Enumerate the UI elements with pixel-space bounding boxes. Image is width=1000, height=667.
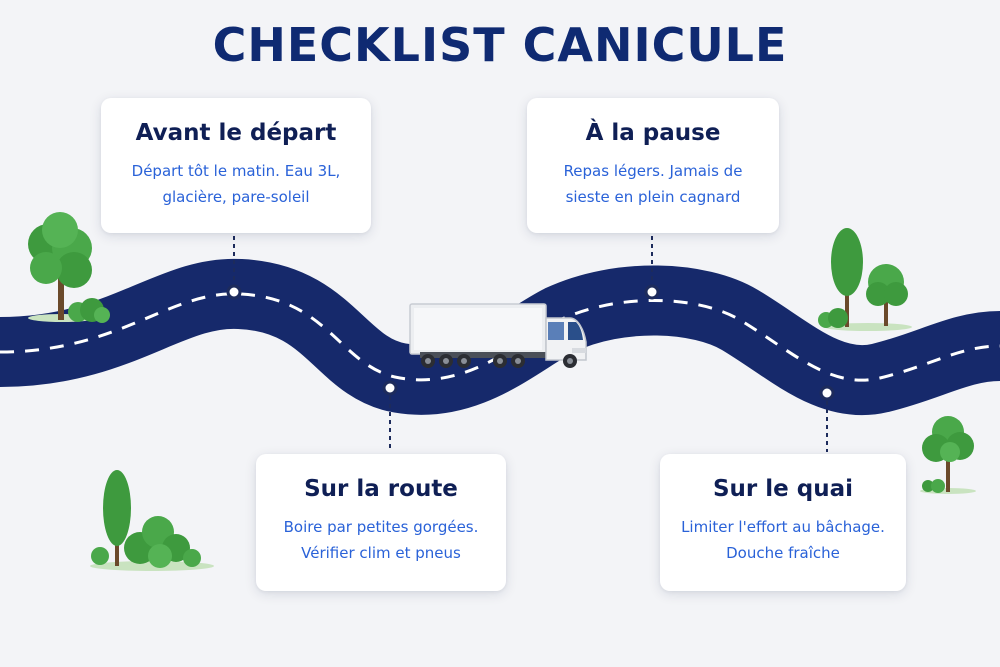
card-title: À la pause: [585, 120, 721, 146]
card-title: Sur la route: [304, 476, 458, 502]
truck-icon: [409, 303, 587, 368]
card-text: Limiter l'effort au bâchage. Douche fraî…: [681, 518, 885, 562]
road-marker-icon: [644, 284, 660, 300]
tree-icon: [28, 212, 96, 322]
bush-icon: [91, 516, 201, 568]
connector-quai: [819, 385, 835, 452]
road-marker-icon: [819, 385, 835, 401]
tree-icon: [866, 264, 908, 326]
card-a-la-pause: À la pause Repas légers. Jamais de siest…: [527, 98, 779, 233]
card-sur-le-quai: Sur le quai Limiter l'effort au bâchage.…: [660, 454, 906, 591]
tree-icon: [824, 228, 912, 331]
connector-pause: [644, 236, 660, 300]
bush-icon: [68, 298, 110, 323]
bush-icon: [818, 308, 848, 328]
connector-route: [382, 380, 398, 452]
road-marker-icon: [226, 284, 242, 300]
card-sur-la-route: Sur la route Boire par petites gorgées. …: [256, 454, 506, 591]
card-text: Boire par petites gorgées. Vérifier clim…: [283, 518, 479, 562]
tree-icon: [90, 470, 214, 571]
page-title: CHECKLIST CANICULE: [212, 18, 788, 72]
road-marker-icon: [382, 380, 398, 396]
tree-icon: [920, 416, 976, 494]
bush-icon: [922, 479, 945, 493]
card-text: Départ tôt le matin. Eau 3L, glacière, p…: [131, 162, 341, 206]
card-text: Repas légers. Jamais de sieste en plein …: [563, 162, 743, 206]
card-title: Sur le quai: [712, 476, 854, 502]
card-title: Avant le départ: [135, 120, 337, 146]
card-avant-le-depart: Avant le départ Départ tôt le matin. Eau…: [101, 98, 371, 233]
connector-avant: [226, 236, 242, 300]
